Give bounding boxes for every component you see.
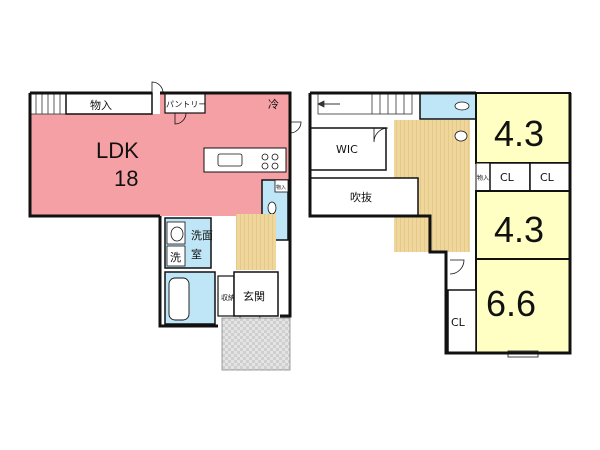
door-swing-bedroom3	[449, 259, 465, 275]
porch	[221, 317, 291, 371]
door-swing-ldk-right	[289, 121, 302, 134]
kitchen-counter	[203, 147, 287, 173]
closet-1	[489, 162, 531, 192]
walk-in-closet	[309, 127, 387, 171]
washer-label: 洗	[170, 251, 181, 264]
door-swing-storage	[151, 81, 164, 94]
door-swing-pantry	[174, 112, 187, 125]
closet-1-label: CL	[500, 171, 515, 184]
bedroom-1	[475, 92, 571, 164]
wic-label: WIC	[336, 143, 358, 156]
ldk-label: LDK	[96, 138, 139, 163]
entrance-label: 玄関	[243, 289, 265, 303]
floor-2: WIC 吹抜 4.3 物入 CL CL 4.3 6.6 CL	[308, 91, 572, 358]
shoe-storage-label: 収納	[221, 293, 235, 302]
closet-3-label: CL	[451, 316, 466, 329]
bedroom-3-size: 6.6	[486, 283, 536, 324]
washroom-label-1: 洗面	[191, 229, 213, 242]
void-area	[309, 177, 419, 217]
small-storage-floor1	[274, 179, 289, 193]
small-storage-label-floor1: 物入	[276, 184, 286, 191]
washbasin-floor2	[454, 130, 468, 142]
bedroom-2	[475, 190, 571, 260]
ldk-size: 18	[114, 166, 138, 191]
storage-label-floor2: 物入	[477, 174, 489, 182]
ldk-walls	[28, 91, 292, 218]
floor-1: 物入 パントリー 冷 LDK 18 物入	[28, 81, 302, 371]
void-label: 吹抜	[350, 190, 372, 204]
toilet-floor1	[267, 201, 277, 215]
washer-space	[166, 245, 186, 267]
bedroom-1-size: 4.3	[494, 113, 544, 154]
closet-3	[447, 289, 477, 354]
washroom-sink	[166, 221, 186, 245]
pantry-label: パントリー	[166, 100, 206, 109]
washbasin	[170, 226, 184, 242]
toilet-floor2	[454, 101, 470, 111]
bathtub	[168, 277, 190, 321]
bedroom-2-size: 4.3	[494, 209, 544, 250]
door-swing-wic	[373, 127, 389, 143]
entrance	[233, 271, 279, 317]
storage-label-floor1: 物入	[90, 98, 112, 112]
hallway-floor1	[236, 214, 276, 270]
washroom-label-2: 室	[191, 247, 202, 261]
lower-walls-floor1	[158, 216, 292, 328]
fridge-label: 冷	[268, 98, 279, 111]
staircase-floor2	[317, 92, 413, 115]
floor2-walls	[308, 91, 572, 355]
closet-2-label: CL	[540, 171, 555, 184]
